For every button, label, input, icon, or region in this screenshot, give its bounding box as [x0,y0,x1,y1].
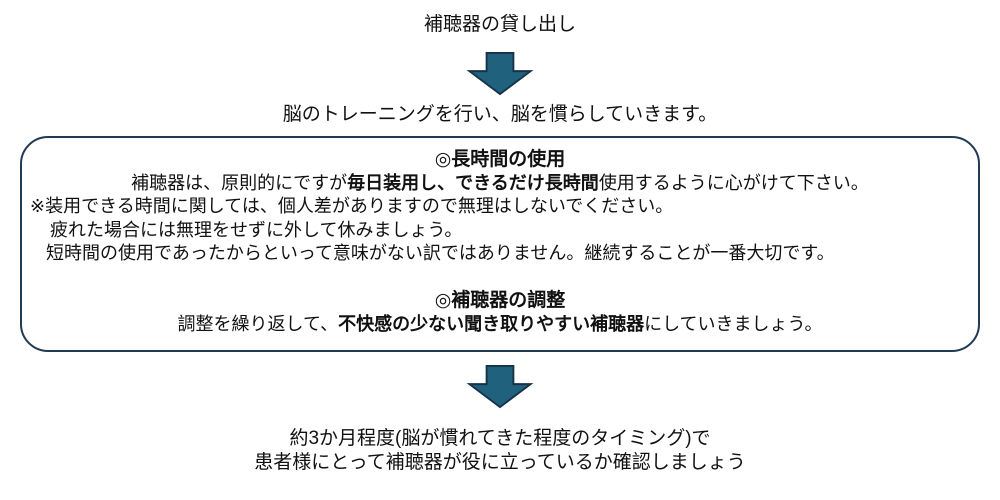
section-adjustment-heading: ◎補聴器の調整 [434,290,566,311]
step-title-followup: 約3か月程度(脳が慣れてきた程度のタイミング)で 患者様にとって補聴器が役に立っ… [254,427,746,475]
section-long-use-heading: ◎長時間の使用 [434,149,566,170]
long-use-line: 補聴器は、原則的にですが毎日装用し、できるだけ長時間使用するように心がけて下さい… [30,172,970,196]
instructions-box: ◎長時間の使用 補聴器は、原則的にですが毎日装用し、できるだけ長時間使用するよう… [20,136,980,352]
long-use-note-individual: ※装用できる時間に関しては、個人差がありますので無理はしないでください。 [30,196,674,216]
adjustment-line-bold: 不快感の少ない聞き取りやすい補聴器 [338,313,645,334]
section-adjustment: ◎補聴器の調整 調整を繰り返して、不快感の少ない聞き取りやすい補聴器にしていきま… [30,289,970,336]
step-title-lending: 補聴器の貸し出し [423,14,576,35]
long-use-note-rest: 疲れた場合には無理をせずに外して休みましょう。 [50,219,463,240]
long-use-note-continuity: 短時間の使用であったからといって意味がない訳ではありません。継続することが一番大… [46,243,835,263]
followup-line-1: 約3か月程度(脳が慣れてきた程度のタイミング)で [289,428,711,449]
adjustment-line: 調整を繰り返して、不快感の少ない聞き取りやすい補聴器にしていきましょう。 [30,313,970,337]
long-use-line-pre: 補聴器は、原則的にですが [131,172,348,193]
down-arrow-icon [466,365,534,409]
down-arrow-icon [466,52,534,96]
section-long-use: ◎長時間の使用 補聴器は、原則的にですが毎日装用し、できるだけ長時間使用するよう… [30,148,970,266]
long-use-line-post: 使用するように心がけて下さい。 [598,172,869,193]
long-use-line-bold: 毎日装用し、できるだけ長時間 [347,172,599,193]
step-title-brain-training: 脳のトレーニングを行い、脳を慣らしていきます。 [282,104,718,125]
followup-line-2: 患者様にとって補聴器が役に立っているか確認しましょう [254,452,746,473]
adjustment-line-pre: 調整を繰り返して、 [177,313,339,334]
adjustment-line-post: にしていきましょう。 [644,313,823,334]
